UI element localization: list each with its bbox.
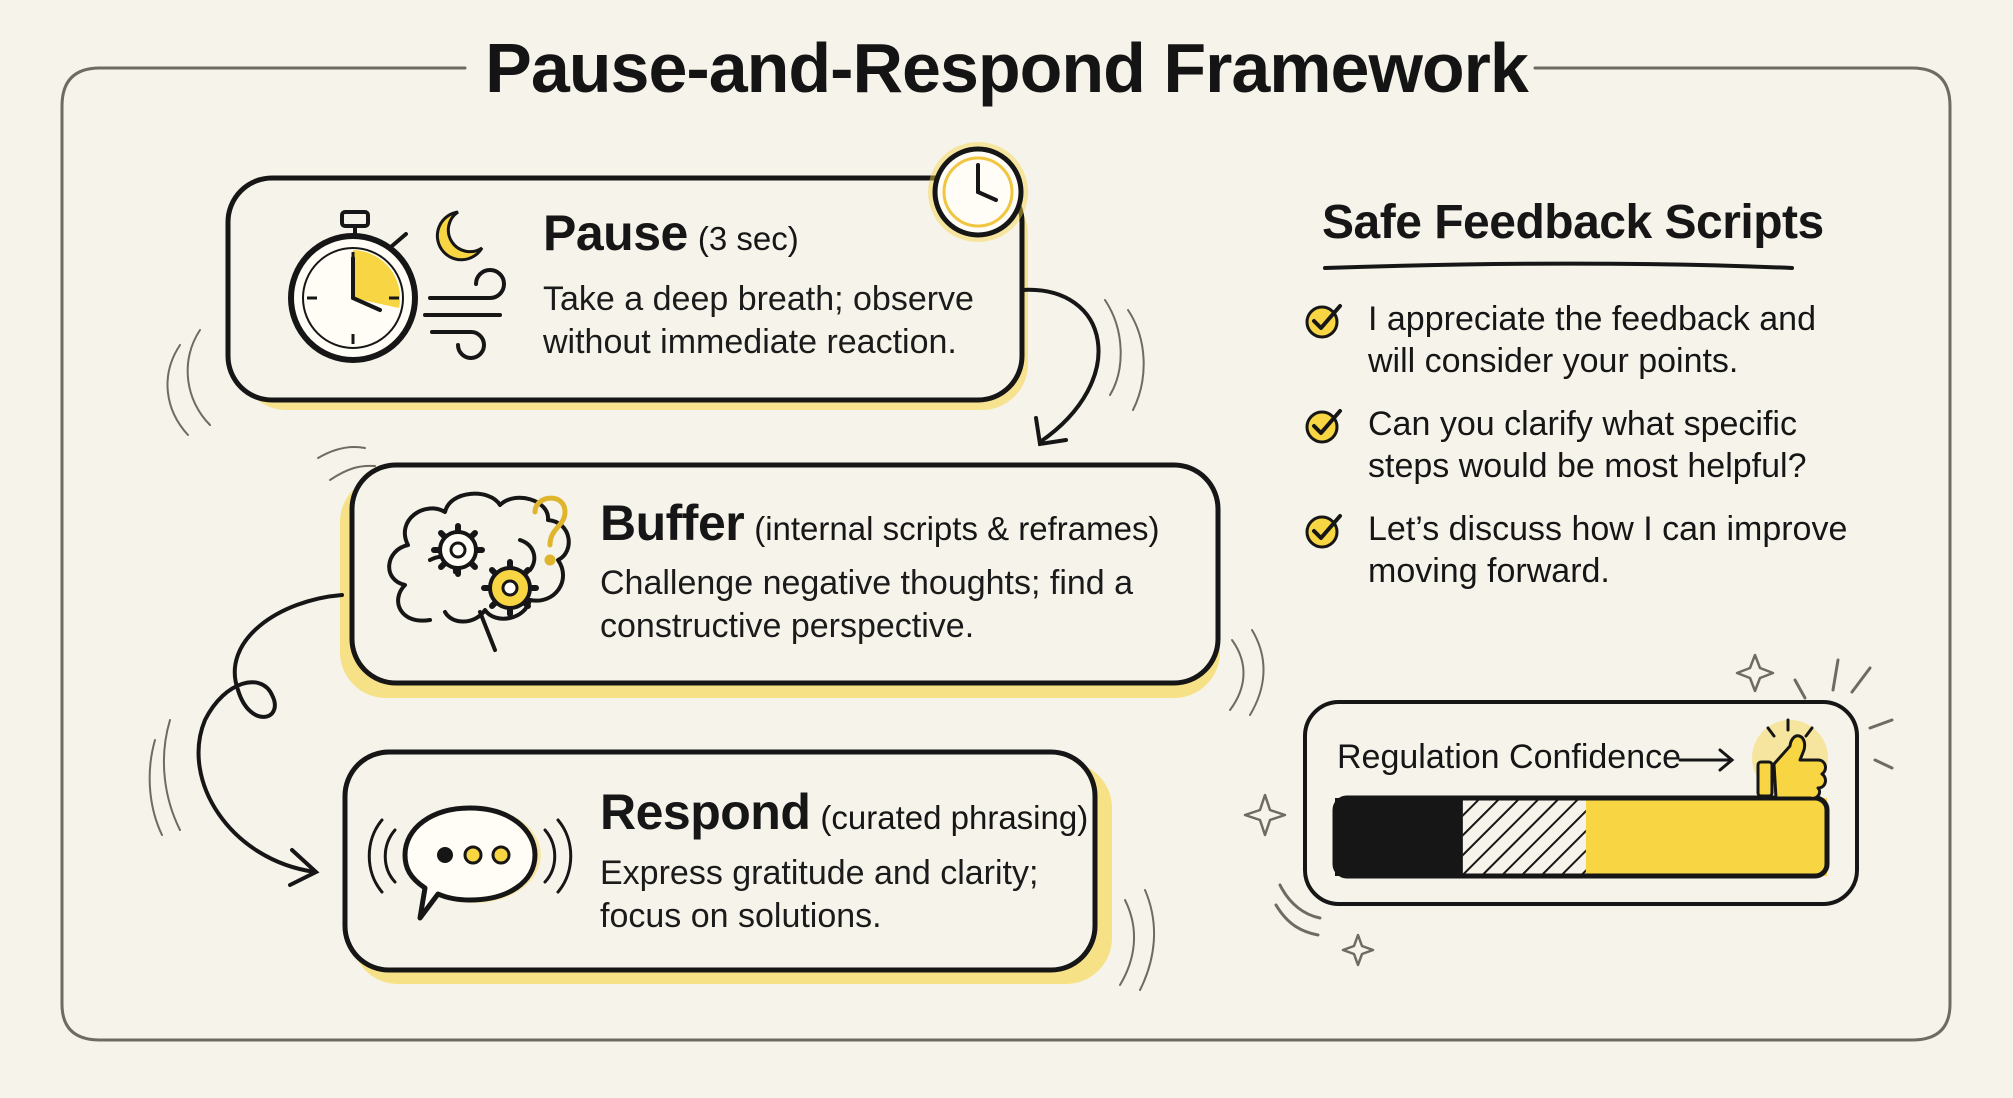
clock-icon	[928, 142, 1028, 242]
brain-gears-icon	[387, 491, 571, 652]
step-detail-buffer: (internal scripts & reframes)	[754, 510, 1160, 547]
script-line: Can you clarify what specific	[1368, 405, 1797, 443]
buffer-heading: Buffer(internal scripts & reframes)	[600, 494, 1159, 552]
pause-description: Take a deep breath; observe without imme…	[543, 278, 974, 364]
script-text: Can you clarify what specific steps woul…	[1368, 403, 1806, 487]
confidence-segment-solid-yellow	[1585, 798, 1827, 876]
script-line: Let’s discuss how I can improve	[1368, 510, 1848, 548]
moon-icon	[435, 210, 484, 262]
arrow-pause-to-buffer	[1020, 287, 1101, 447]
step-detail-respond: (curated phrasing)	[820, 799, 1089, 836]
script-text: I appreciate the feedback and will consi…	[1368, 298, 1816, 382]
buffer-description: Challenge negative thoughts; find a cons…	[600, 562, 1133, 648]
script-line: steps would be most helpful?	[1368, 447, 1807, 485]
step-name-pause: Pause	[543, 205, 688, 261]
step-name-buffer: Buffer	[600, 495, 745, 551]
wind-icon	[423, 268, 506, 360]
confidence-label: Regulation Confidence	[1337, 738, 1682, 776]
sparkle-icon	[1243, 653, 1775, 967]
page-title: Pause-and-Respond Framework	[485, 29, 1529, 107]
pause-heading: Pause(3 sec)	[543, 204, 799, 262]
gear-icon-top	[431, 523, 485, 577]
step-name-respond: Respond	[600, 784, 811, 840]
confidence-bar-outline	[1332, 795, 1830, 879]
arrow-buffer-to-respond	[196, 593, 344, 887]
script-line: will consider your points.	[1368, 342, 1739, 380]
gear-icon-bottom	[481, 559, 539, 617]
step-detail-pause: (3 sec)	[697, 220, 799, 257]
script-line: I appreciate the feedback and	[1368, 300, 1816, 338]
confidence-arrow	[1678, 748, 1735, 772]
confidence-segment-solid-black	[1335, 798, 1463, 876]
scripts-title-underline	[1323, 261, 1794, 270]
check-icon	[1305, 514, 1342, 549]
confidence-segment-hatched	[1462, 798, 1586, 876]
confidence-panel	[1303, 700, 1859, 906]
speech-bubble-icon	[367, 805, 573, 921]
description-line: constructive perspective.	[600, 607, 975, 645]
description-line: Challenge negative thoughts; find a	[600, 564, 1134, 602]
description-line: Take a deep breath; observe	[543, 280, 974, 318]
script-line: moving forward.	[1368, 552, 1610, 590]
question-mark-icon	[532, 495, 568, 566]
respond-description: Express gratitude and clarity; focus on …	[600, 852, 1038, 938]
check-icon	[1305, 304, 1342, 339]
thumbs-up-icon	[1752, 718, 1828, 800]
scripts-title: Safe Feedback Scripts	[1322, 196, 1824, 249]
description-line: focus on solutions.	[600, 897, 882, 935]
respond-heading: Respond(curated phrasing)	[600, 783, 1088, 841]
description-line: Express gratitude and clarity;	[600, 854, 1039, 892]
check-icon	[1305, 409, 1342, 444]
script-text: Let’s discuss how I can improve moving f…	[1368, 508, 1847, 592]
confidence-bar	[1332, 795, 1830, 879]
stopwatch-icon	[288, 210, 418, 363]
description-line: without immediate reaction.	[543, 323, 957, 361]
